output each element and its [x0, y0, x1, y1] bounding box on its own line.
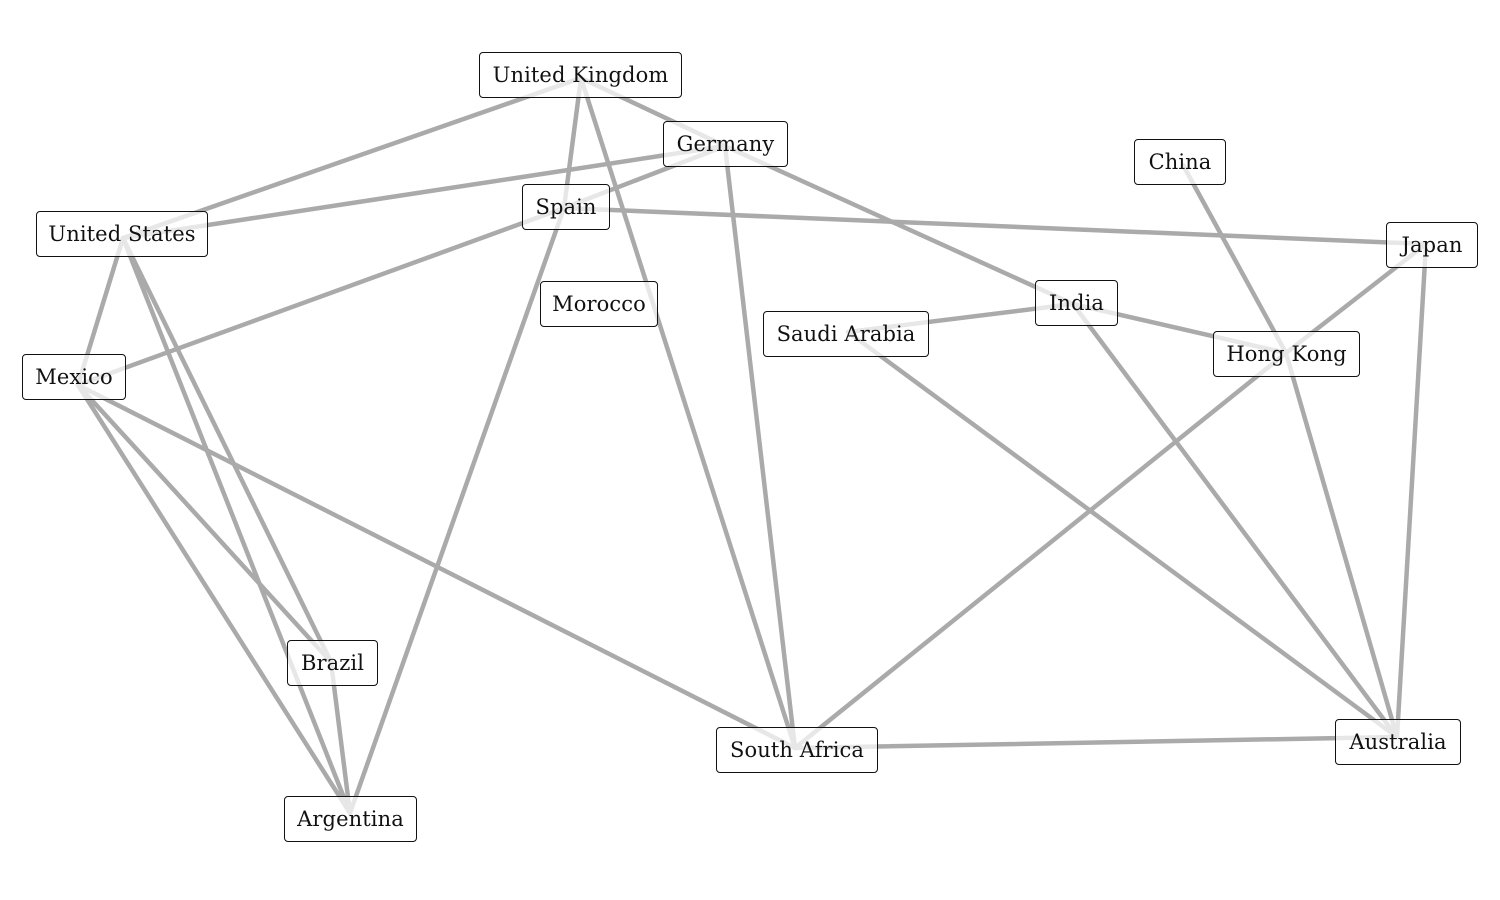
node-label: United States: [48, 222, 196, 246]
node-argentina[interactable]: Argentina: [284, 796, 417, 842]
node-label: South Africa: [730, 738, 864, 762]
edge-mexico-argentina: [75, 382, 353, 816]
edge-china-hongkong: [1180, 162, 1289, 356]
edge-spain-japan: [561, 205, 1429, 247]
edge-spain-argentina: [347, 205, 567, 816]
edge-mexico-southafrica: [75, 382, 798, 751]
node-india[interactable]: India: [1035, 280, 1118, 326]
edge-germany-india: [722, 143, 1076, 307]
edge-japan-australia: [1394, 241, 1429, 740]
node-label: Japan: [1401, 233, 1463, 257]
node-china[interactable]: China: [1134, 139, 1226, 185]
node-label: United Kingdom: [492, 63, 669, 87]
node-japan[interactable]: Japan: [1386, 222, 1478, 268]
node-label: Hong Kong: [1226, 342, 1347, 366]
node-hongkong[interactable]: Hong Kong: [1213, 331, 1360, 377]
node-southafrica[interactable]: South Africa: [716, 727, 878, 773]
edge-us-argentina: [120, 235, 353, 816]
node-morocco[interactable]: Morocco: [540, 281, 658, 327]
node-label: China: [1148, 150, 1212, 174]
node-label: Germany: [676, 132, 775, 156]
edge-saudi-australia: [845, 329, 1400, 740]
edge-hongkong-australia: [1283, 350, 1400, 740]
edge-brazil-argentina: [328, 659, 353, 816]
node-saudi[interactable]: Saudi Arabia: [763, 311, 929, 357]
edge-spain-mexico: [75, 205, 567, 388]
edge-mexico-brazil: [75, 382, 334, 665]
node-label: Argentina: [297, 807, 404, 831]
edge-germany-southafrica: [722, 143, 798, 751]
node-label: Brazil: [300, 651, 365, 675]
node-label: Australia: [1349, 730, 1447, 754]
node-label: Morocco: [552, 292, 646, 316]
node-germany[interactable]: Germany: [663, 121, 788, 167]
node-uk[interactable]: United Kingdom: [479, 52, 682, 98]
node-label: Saudi Arabia: [776, 322, 916, 346]
edge-uk-southafrica: [578, 75, 798, 751]
edge-germany-us: [120, 143, 728, 241]
node-mexico[interactable]: Mexico: [22, 354, 126, 400]
edge-hongkong-southafrica: [792, 350, 1289, 751]
node-label: Mexico: [35, 365, 113, 389]
edge-india-australia: [1070, 301, 1400, 740]
edge-us-brazil: [120, 235, 334, 665]
node-australia[interactable]: Australia: [1335, 719, 1461, 765]
node-us[interactable]: United States: [36, 211, 208, 257]
node-label: India: [1049, 291, 1104, 315]
node-spain[interactable]: Spain: [522, 184, 610, 230]
edge-southafrica-australia: [792, 734, 1400, 751]
node-label: Spain: [535, 195, 597, 219]
node-brazil[interactable]: Brazil: [287, 640, 378, 686]
